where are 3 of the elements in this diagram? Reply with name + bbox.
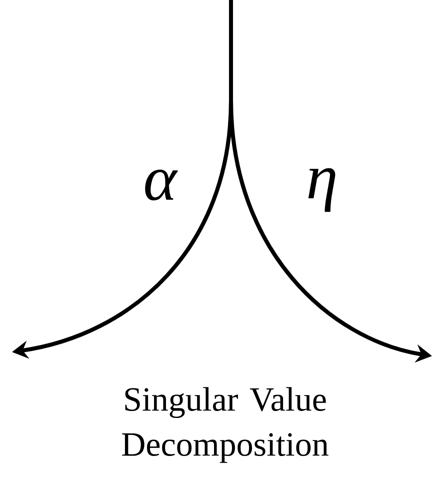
caption-text: Singular Value Decomposition [122,387,328,463]
greek-letter: α [145,170,178,200]
greek-letter: η [308,168,336,212]
